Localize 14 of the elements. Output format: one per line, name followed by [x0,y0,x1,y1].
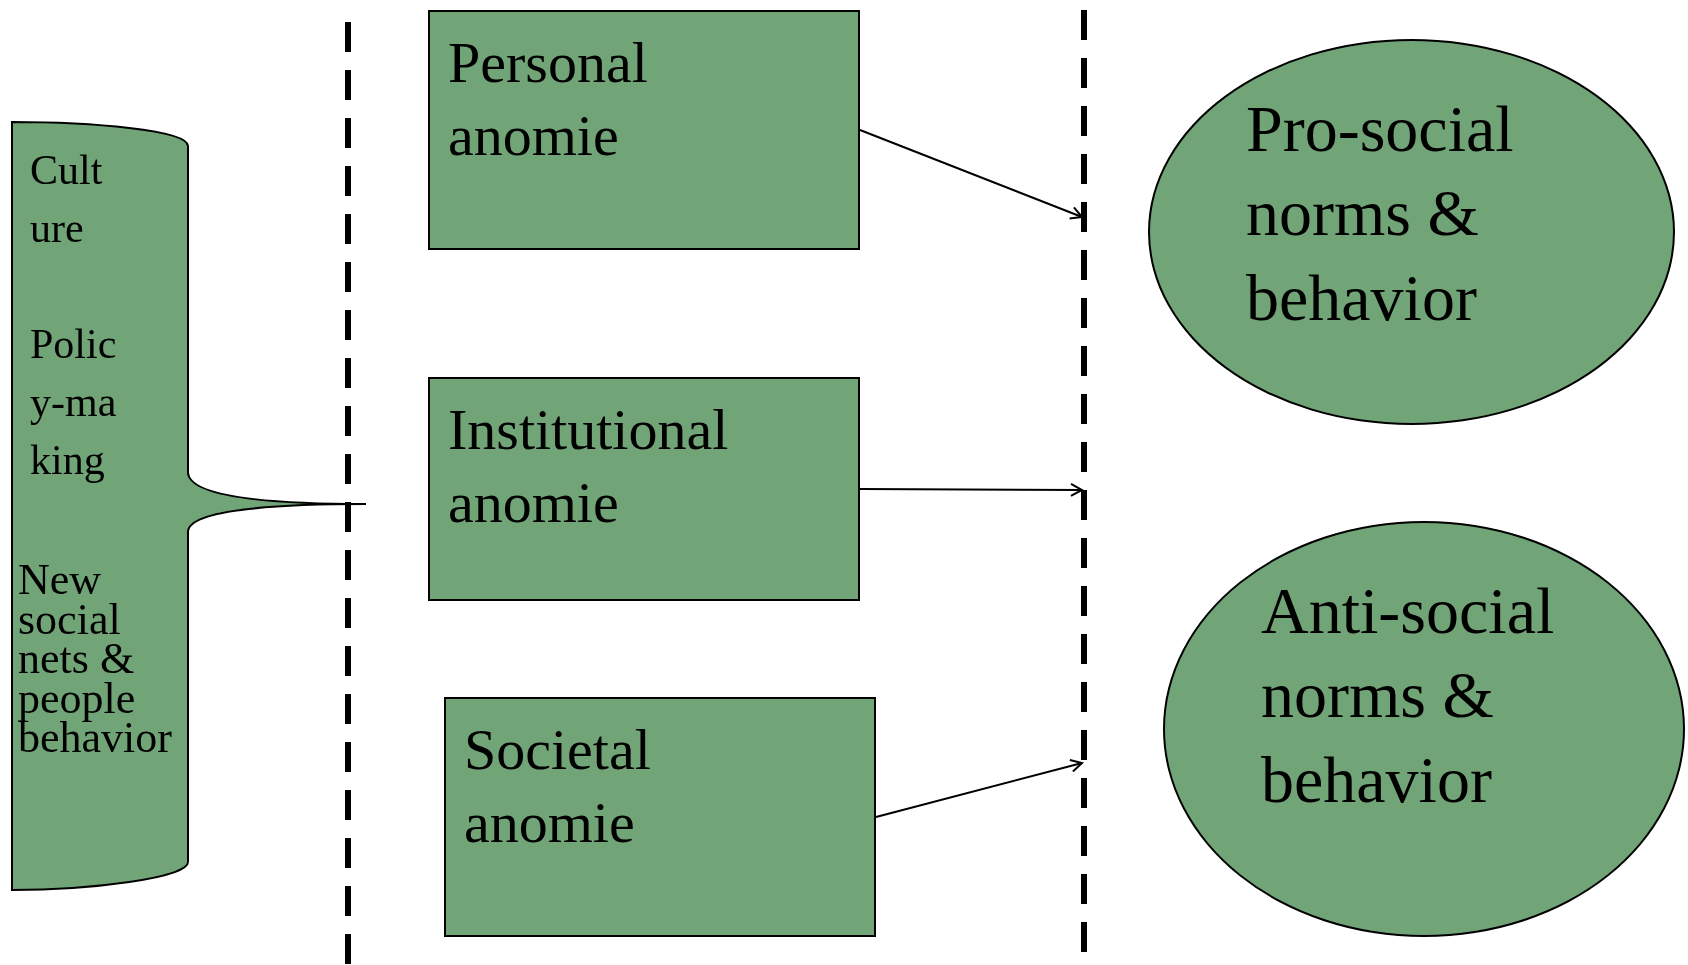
brace-label: Policy-making [30,320,118,485]
box-label: Personal anomie [448,29,649,171]
brace-shape [10,120,368,892]
box-label: Institutional anomie [448,396,730,538]
process-box [428,10,860,250]
box-label: Societal anomie [464,716,652,858]
brace-label: Culture [30,146,104,253]
arrow [859,129,1083,220]
arrow [875,759,1083,818]
process-box [444,697,876,937]
ellipse-label: Pro-social norms & behavior [1246,91,1515,336]
arrow [859,482,1083,497]
process-box [428,377,860,601]
ellipse-label: Anti-social norms & behavior [1261,573,1556,818]
